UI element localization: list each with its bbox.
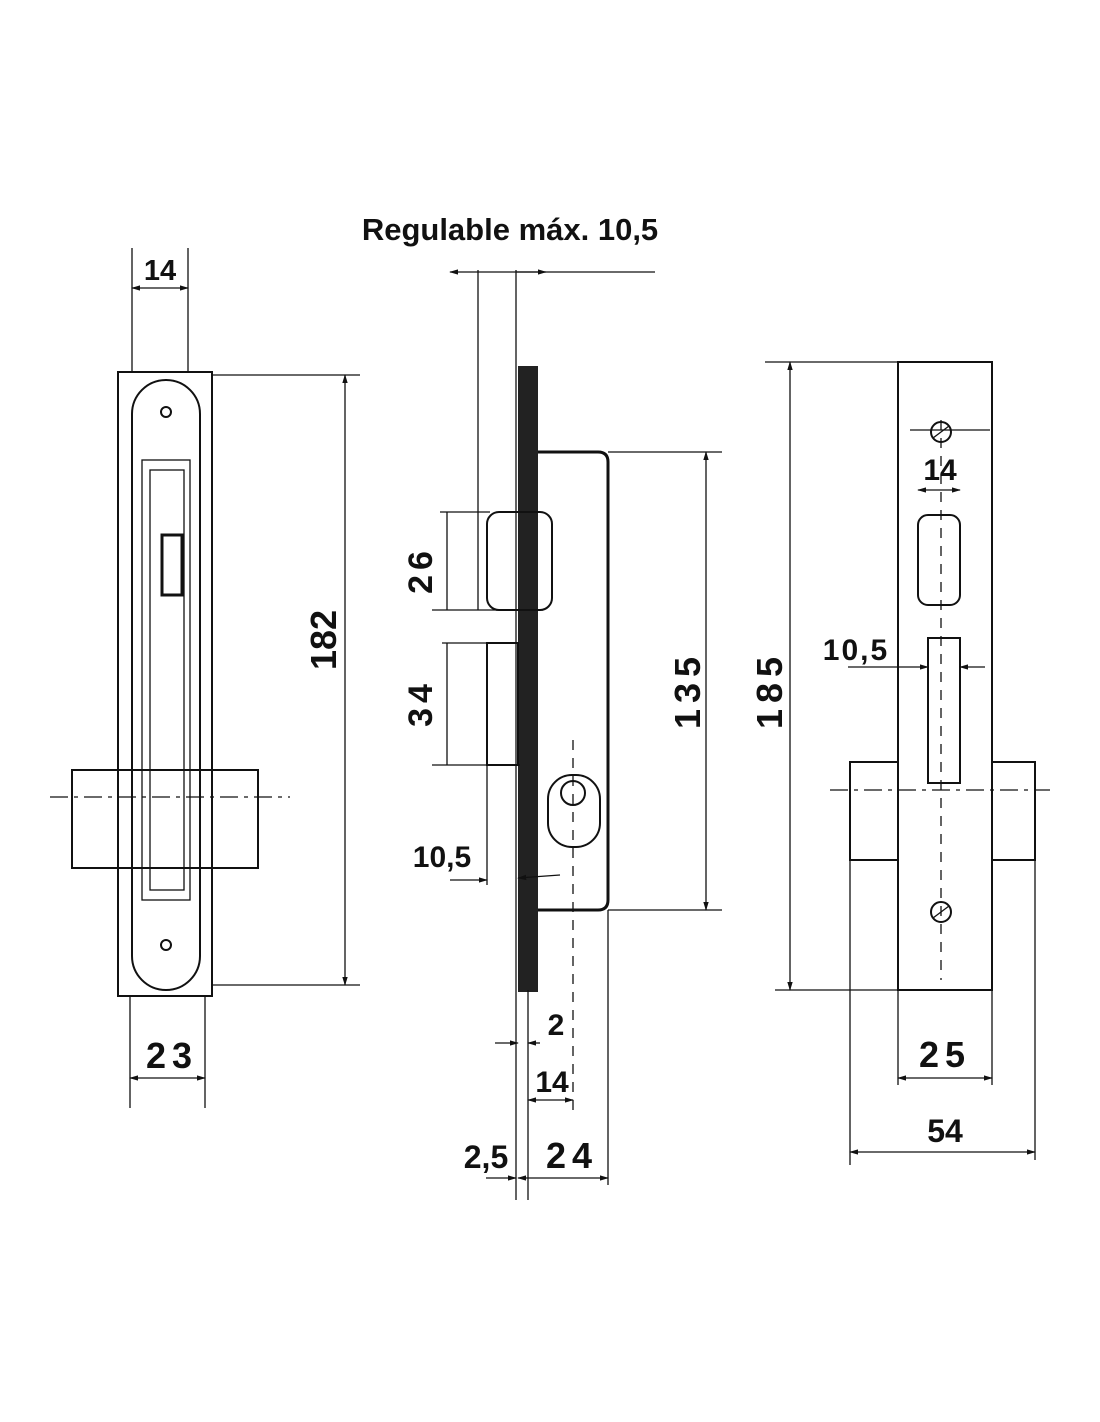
cylinder-left	[849, 761, 899, 861]
dim-bolt-offset: 10,5	[823, 634, 889, 667]
faceplate-edge	[518, 366, 538, 992]
dim-plate: 2	[548, 1009, 565, 1042]
dim-bolt: 34	[402, 679, 440, 727]
back-view: 14 10,5 185 25 54	[749, 361, 1050, 1165]
cylinder-right	[991, 761, 1036, 861]
dim-offset: 10,5	[413, 841, 471, 874]
faceplate-slot	[131, 379, 201, 991]
title-label: Regulable máx. 10,5	[362, 212, 658, 247]
faceplate	[117, 371, 213, 997]
dim-total-width: 54	[927, 1113, 963, 1149]
screw-icon	[160, 406, 172, 418]
bolt-slot	[927, 637, 961, 784]
side-view: 26 34 10,5 135 2 14 2,5 24	[402, 269, 722, 1200]
lock-case	[538, 450, 610, 912]
dim-depth: 24	[546, 1135, 598, 1176]
dim-height: 182	[303, 610, 344, 670]
deadbolt	[486, 642, 519, 766]
screw-icon	[160, 939, 172, 951]
dim-top-width: 14	[144, 255, 176, 287]
dim-latch: 26	[402, 546, 440, 594]
dim-front: 2,5	[464, 1139, 508, 1175]
dim-height: 185	[749, 651, 790, 729]
dim-latch-width: 14	[923, 454, 957, 487]
screw-icon	[930, 901, 952, 923]
dim-bottom-width: 23	[146, 1035, 198, 1076]
faceplate	[897, 361, 993, 991]
dim-case-height: 135	[667, 651, 708, 729]
dim-backset: 14	[535, 1066, 569, 1099]
dim-plate-width: 25	[919, 1034, 971, 1075]
cylinder	[71, 769, 259, 869]
cylinder-hole	[547, 774, 601, 848]
latch-hole	[917, 514, 961, 606]
front-view: 14 182 23	[50, 248, 360, 1108]
